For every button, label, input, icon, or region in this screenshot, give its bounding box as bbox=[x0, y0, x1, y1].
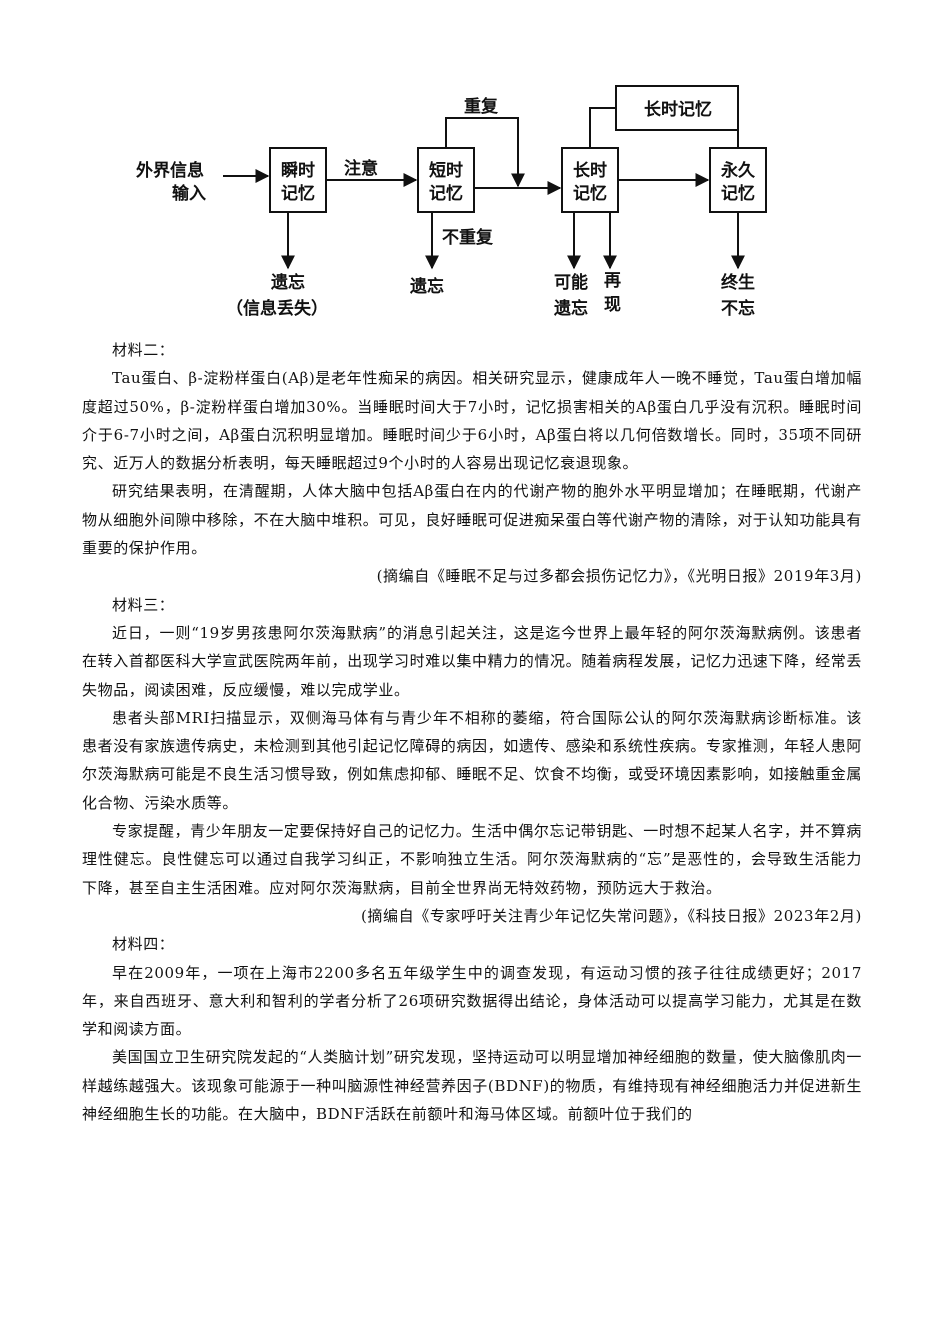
forget1-label-1: 遗忘 bbox=[270, 272, 305, 293]
repeat-loop-line bbox=[445, 117, 525, 188]
short-term-label-2: 记忆 bbox=[429, 183, 463, 204]
document-body: 材料二： Tau蛋白、β-淀粉样蛋白(Aβ)是老年性痴呆的病因。相关研究显示，健… bbox=[82, 336, 862, 1128]
never-forget-label-2: 不忘 bbox=[721, 298, 755, 319]
forget2-label: 遗忘 bbox=[409, 276, 444, 297]
no-repeat-label: 不重复 bbox=[442, 227, 494, 248]
attention-label: 注意 bbox=[344, 158, 378, 179]
material3-paragraph-1: 近日，一则“19岁男孩患阿尔茨海默病”的消息引起关注，这是迄今世界上最年轻的阿尔… bbox=[82, 623, 863, 699]
material2-source: (摘编自《睡眠不足与过多都会损伤记忆力》，《光明日报》2019年3月) bbox=[376, 567, 862, 586]
maybe-forget-label-2: 遗忘 bbox=[553, 298, 588, 319]
material4-paragraph-2: 美国国立卫生研究院发起的“人类脑计划”研究发现，坚持运动可以明显增加神经细胞的数… bbox=[82, 1048, 862, 1124]
forget1-label-2: （信息丢失） bbox=[226, 298, 328, 319]
material2-paragraph-1: Tau蛋白、β-淀粉样蛋白(Aβ)是老年性痴呆的病因。相关研究显示，健康成年人一… bbox=[82, 369, 862, 473]
input-label-2: 输入 bbox=[172, 183, 206, 204]
material4-paragraph-1: 早在2009年，一项在上海市2200多名五年级学生中的调查发现，有运动习惯的孩子… bbox=[82, 963, 862, 1039]
short-term-label-1: 短时 bbox=[429, 160, 463, 181]
long-term-label-2: 记忆 bbox=[573, 183, 607, 204]
material2-paragraph-2: 研究结果表明，在清醒期，人体大脑中包括Aβ蛋白在内的代谢产物的胞外水平明显增加；… bbox=[82, 482, 863, 558]
permanent-label-2: 记忆 bbox=[721, 183, 755, 204]
maybe-forget-label-1: 可能 bbox=[554, 272, 588, 293]
recall-label-2: 现 bbox=[604, 295, 621, 315]
material3-paragraph-3: 专家提醒，青少年朋友一定要保持好自己的记忆力。生活中偶尔忘记带钥匙、一时想不起某… bbox=[82, 822, 862, 897]
material3-source: (摘编自《专家呼吁关注青少年记忆失常问题》，《科技日报》2023年2月) bbox=[360, 906, 862, 925]
long-term-top-label: 长时记忆 bbox=[644, 99, 712, 120]
material2-heading: 材料二： bbox=[112, 341, 175, 359]
memory-flow-svg: 外界信息 输入 瞬时 记忆 注意 短时 记忆 重复 不重复 长时 记忆 长时记忆… bbox=[136, 85, 767, 319]
memory-flow-diagram: 外界信息 输入 瞬时 记忆 注意 短时 记忆 重复 不重复 长时 记忆 长时记忆… bbox=[130, 78, 875, 323]
sensory-label-1: 瞬时 bbox=[281, 160, 315, 181]
sensory-label-2: 记忆 bbox=[281, 183, 315, 204]
recall-label-1: 再 bbox=[604, 271, 621, 291]
long-term-loop-left bbox=[589, 107, 616, 148]
material3-heading: 材料三： bbox=[112, 595, 175, 614]
long-term-label-1: 长时 bbox=[573, 160, 607, 181]
material3-paragraph-2: 患者头部MRI扫描显示，双侧海马体有与青少年不相称的萎缩，符合国际公认的阿尔茨海… bbox=[82, 708, 863, 812]
never-forget-label-1: 终生 bbox=[721, 272, 755, 293]
repeat-label: 重复 bbox=[464, 96, 499, 117]
input-label-1: 外界信息 bbox=[136, 160, 204, 181]
permanent-label-1: 永久 bbox=[720, 160, 755, 181]
material4-heading: 材料四： bbox=[112, 935, 175, 954]
